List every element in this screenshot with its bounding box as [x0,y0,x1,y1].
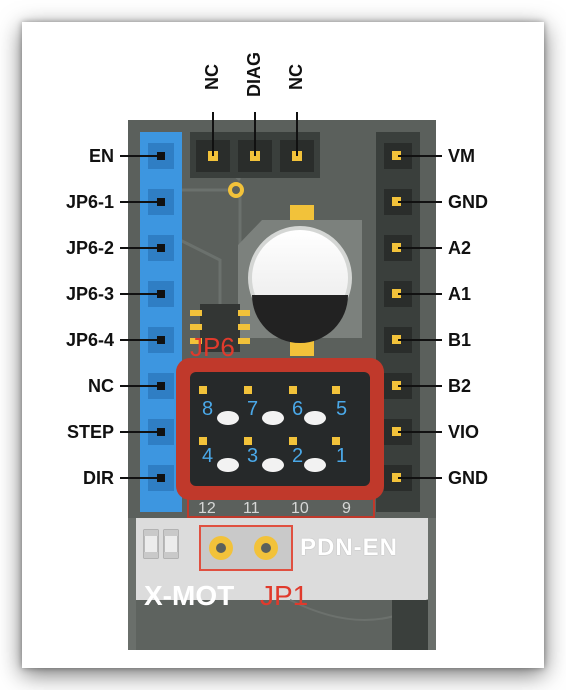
right-pin-label-7: VIO [448,422,480,442]
jp6-pin-2: 2 [292,445,304,467]
left-pin-label-7: STEP [66,422,114,442]
jp1-label: JP1 [260,580,309,611]
left-pin-label-2: JP6-1 [65,192,114,212]
jp6-label: JP6 [190,332,235,362]
jp6-pin-7: 7 [247,398,259,420]
right-pin-label-4: A1 [448,284,472,304]
jp6-hidden-pin-10: 10 [291,500,309,517]
right-pin-label-2: GND [448,192,488,212]
top-pin-label-1: NC [202,64,222,90]
top-pin-label-2: DIAG [244,52,264,97]
left-pin-label-4: JP6-3 [65,284,114,304]
pcb-board: 12 11 10 9 [120,112,442,650]
jp6-hidden-pin-9: 9 [342,500,351,517]
jp6-pin-6: 6 [292,398,304,420]
jp6-pin-1: 1 [336,445,348,467]
jp6-jumper-block [190,372,370,486]
left-pin-label-6: NC [88,376,114,396]
pdn-en-label: PDN-EN [300,534,399,561]
jp6-pin-5: 5 [336,398,348,420]
jp6-pin-8: 8 [202,398,214,420]
board-name: X-MOT [144,580,235,611]
pinout-diagram: 12 11 10 9 [40,40,526,650]
left-pin-label-5: JP6-4 [65,330,114,350]
top-pin-label-3: NC [286,64,306,90]
left-pin-label-1: EN [88,146,114,166]
right-pin-label-1: VM [448,146,475,166]
jp6-pin-3: 3 [247,445,259,467]
right-pin-label-8: GND [448,468,488,488]
jp6-pin-4: 4 [202,445,214,467]
left-pin-label-8: DIR [83,468,114,488]
jp6-hidden-pin-12: 12 [198,500,216,517]
right-pin-label-6: B2 [448,376,472,396]
right-pin-label-3: A2 [448,238,472,258]
jp6-hidden-pin-11: 11 [243,500,260,517]
right-pin-label-5: B1 [448,330,472,350]
left-pin-label-3: JP6-2 [65,238,114,258]
